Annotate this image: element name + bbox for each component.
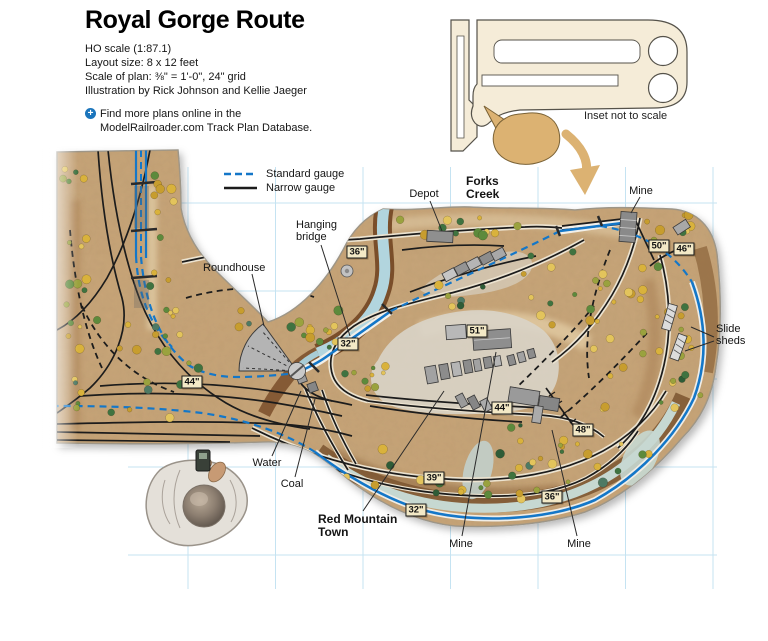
page-title: Royal Gorge Route [85, 6, 305, 34]
plus-icon: + [85, 108, 96, 119]
town-buildings [424, 347, 537, 413]
legend-standard-label: Standard gauge [266, 168, 345, 180]
cta-line-1: Find more plans online in the [100, 108, 242, 120]
arm [208, 461, 226, 483]
plan-scale-line: Scale of plan: ⅜" = 1'-0", 24" grid [85, 71, 246, 83]
leader-water [271, 390, 302, 457]
layout-size-line: Layout size: 8 x 12 feet [85, 57, 199, 69]
coal-structure [306, 381, 319, 394]
forks-creek-buildings [441, 246, 508, 283]
inset-highlight-area [483, 105, 561, 165]
leader-lines [251, 196, 715, 537]
title-block: Royal Gorge Route HO scale (1:87.1) Layo… [85, 6, 435, 135]
credit-line: Illustration by Rick Johnson and Kellie … [85, 85, 307, 97]
leader-slide-sheds [690, 326, 715, 338]
legend-standard-gauge: Standard gauge [266, 168, 344, 180]
mine-south-buildings [507, 386, 561, 424]
mine-north-building [618, 211, 638, 243]
legend-narrow-gauge: Narrow gauge [266, 182, 335, 194]
legend-samples [224, 172, 257, 190]
cta-line-2: ModelRailroader.com Track Plan Database. [100, 122, 313, 134]
leader-slide-sheds [684, 340, 715, 352]
inset-arrow [561, 129, 600, 195]
buildings [238, 211, 691, 424]
depot-building [426, 229, 454, 244]
leader-depot [429, 200, 443, 232]
head [182, 484, 226, 528]
leader-red-mountain-town [362, 390, 445, 512]
slide-sheds-structures [661, 302, 688, 362]
leader-hanging-bridge [320, 244, 351, 337]
inset-map [450, 19, 688, 195]
leader-mine-north [630, 196, 641, 214]
operator-figure [145, 449, 248, 547]
inset-caption: Inset not to scale [584, 110, 668, 122]
find-plans-cta: + Find more plans online in the ModelRai… [85, 107, 435, 135]
bridge-abutments [130, 180, 604, 373]
legend-narrow-label: Narrow gauge [266, 182, 336, 194]
scale-line: HO scale (1:87.1) [85, 43, 172, 55]
leader-mine-south-2 [551, 429, 578, 537]
leader-coal [294, 398, 316, 478]
roundhouse-structure [238, 323, 306, 380]
west-fade [40, 148, 78, 448]
leader-roundhouse [251, 273, 265, 327]
leader-mine-south-1 [461, 351, 497, 537]
scenery [57, 150, 721, 527]
